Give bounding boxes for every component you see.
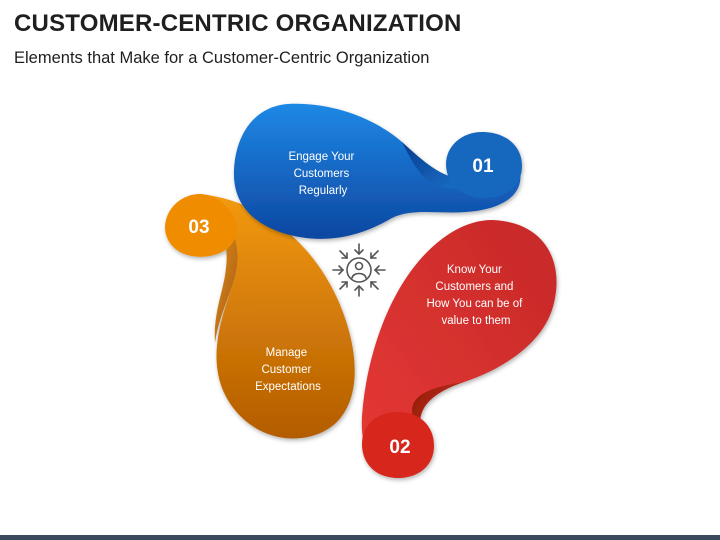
customer-focus-icon xyxy=(332,243,386,297)
svg-text:Manage Customer Ex: Manage Customer Expectations xyxy=(255,347,321,393)
item-02-line-1: Know Your xyxy=(447,264,502,276)
item-02-line-3: How You can be of xyxy=(426,298,523,310)
item-02-number: 02 xyxy=(389,437,410,458)
page-title: CUSTOMER-CENTRIC ORGANIZATION xyxy=(14,10,462,37)
petal-01 xyxy=(233,103,522,239)
item-02-line-4: value to them xyxy=(441,315,510,327)
item-03-line-2: Customer xyxy=(261,364,311,376)
item-02-line-2: Customers and xyxy=(435,281,513,293)
page-subtitle: Elements that Make for a Customer-Centri… xyxy=(14,49,430,67)
item-01-line-3: Regularly xyxy=(299,185,348,197)
item-03-line-1: Manage xyxy=(266,347,308,359)
svg-text:Know Your Customers and: Know Your Customers and How You can be o… xyxy=(426,264,525,327)
item-01-line-1: Engage Your xyxy=(288,151,354,163)
petal-02 xyxy=(361,220,557,478)
item-01-number: 01 xyxy=(472,156,494,177)
petal-03 xyxy=(165,194,355,439)
item-03-number: 03 xyxy=(188,217,209,238)
item-02: Know Your Customers and How You can be o… xyxy=(389,264,525,458)
footer-bar xyxy=(0,535,720,540)
item-01-line-2: Customers xyxy=(294,168,350,180)
item-03-line-3: Expectations xyxy=(255,381,321,393)
item-03: Manage Customer Expectations 03 xyxy=(188,217,321,393)
item-01: Engage Your Customers Regularly 01 xyxy=(288,151,494,197)
svg-text:Engage Your Customers: Engage Your Customers Regularly xyxy=(288,151,357,197)
